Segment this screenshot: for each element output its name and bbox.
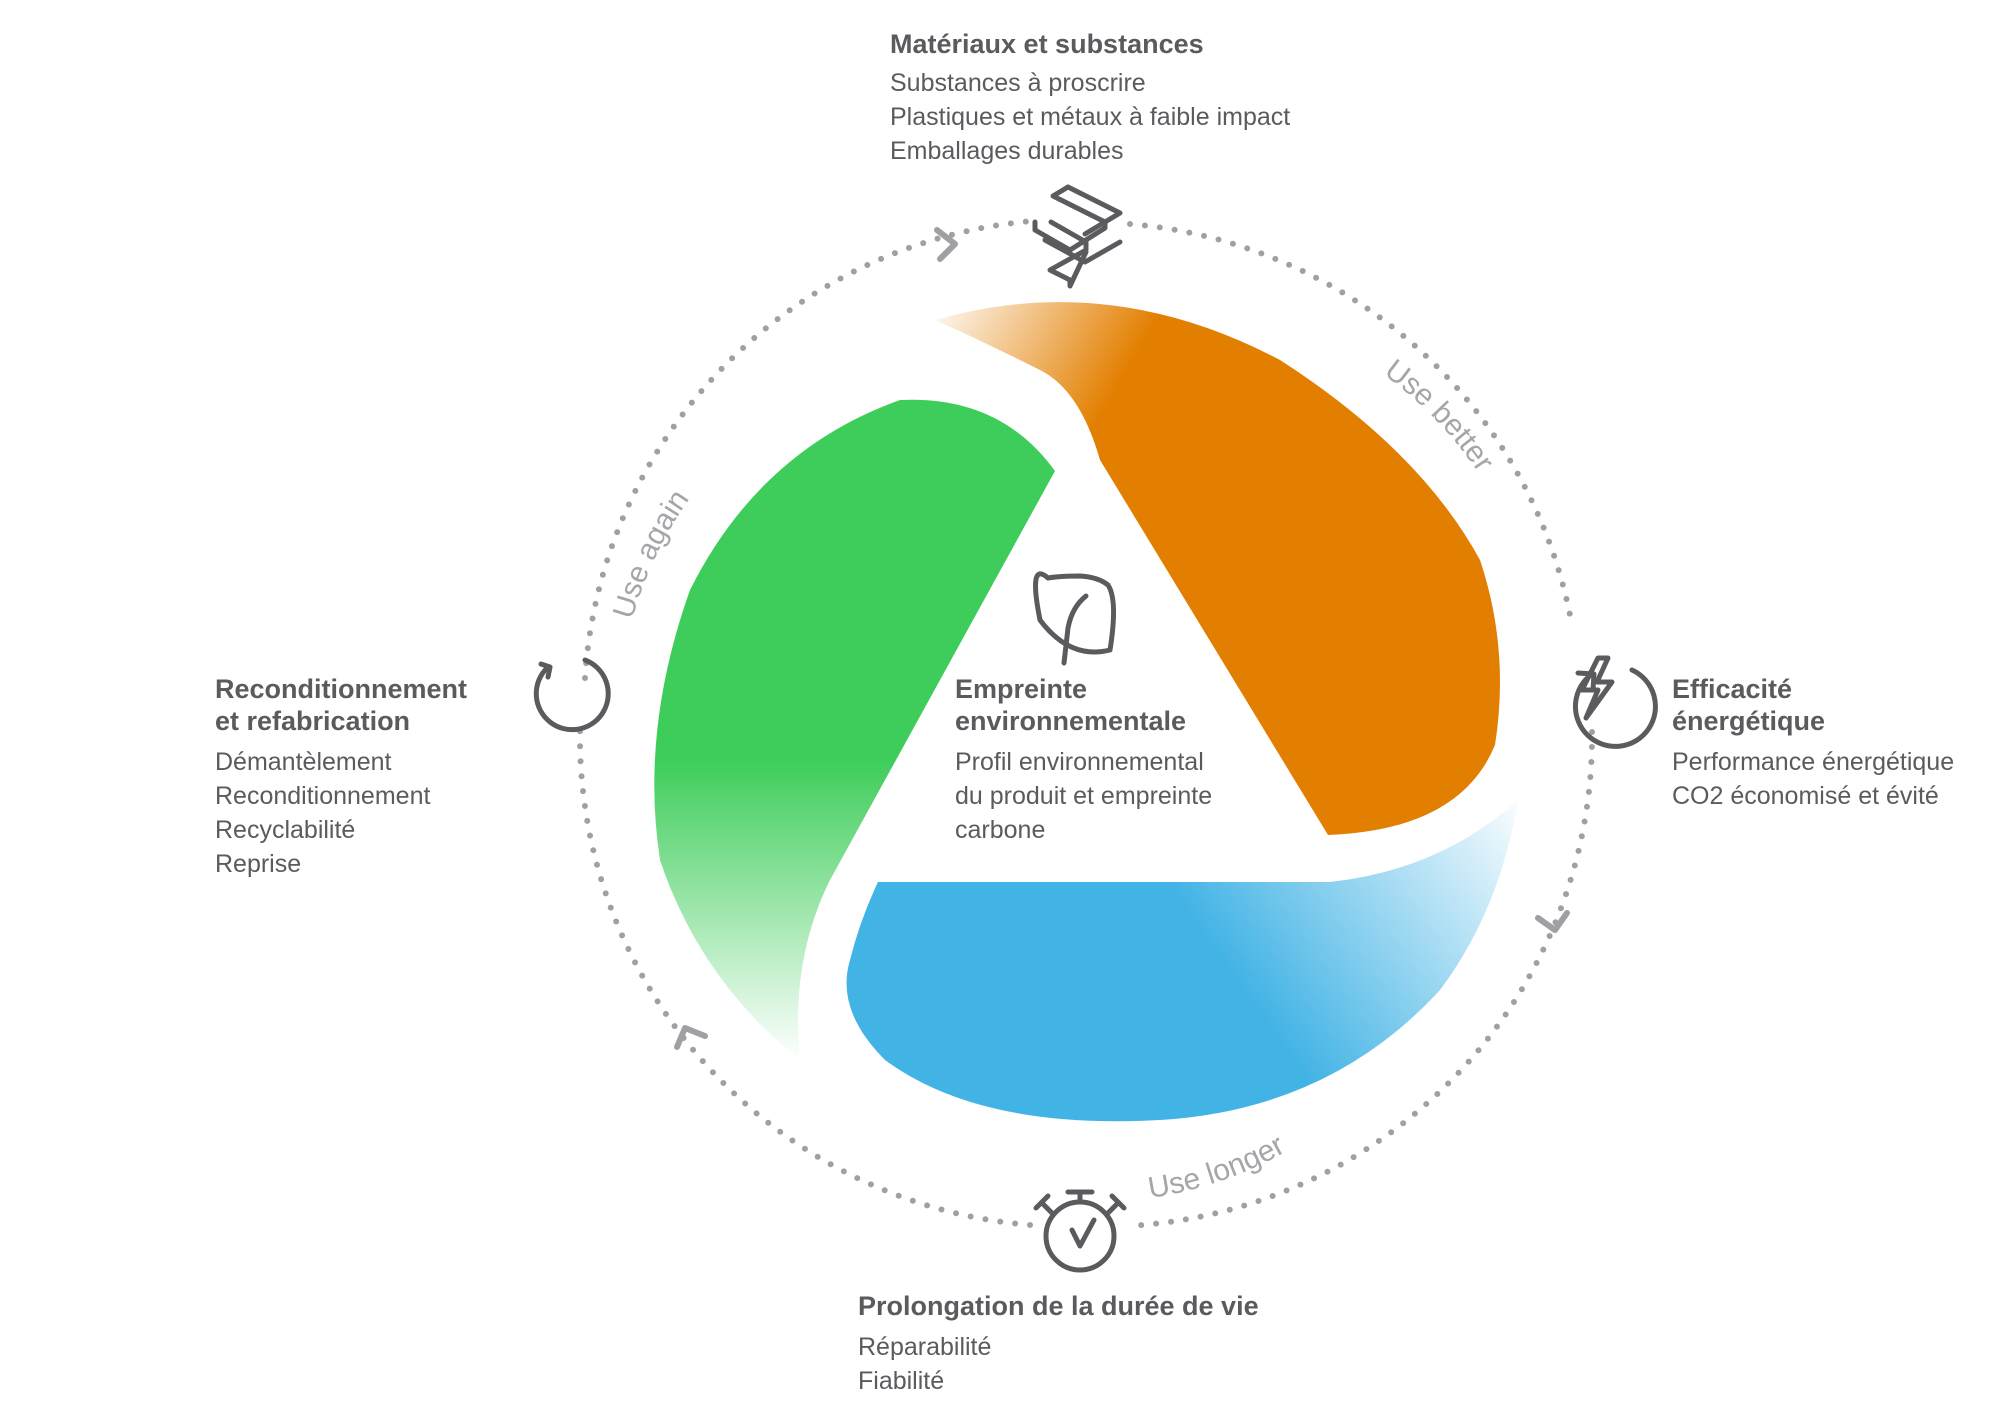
arrow-left-icon	[674, 1025, 708, 1050]
footprint-block: Empreinte environnementale Profil enviro…	[955, 673, 1212, 847]
reconditioning-title-line2: et refabrication	[215, 706, 411, 736]
reconditioning-item: Démantèlement	[215, 748, 392, 776]
materials-item: Substances à proscrire	[890, 69, 1146, 97]
energy-bolt-icon	[1572, 655, 1658, 749]
petal-use-longer	[846, 800, 1518, 1122]
materials-block: Matériaux et substances Substances à pro…	[890, 28, 1290, 168]
layers-icon	[1032, 184, 1123, 289]
arc-label-use-longer: Use longer	[1146, 1129, 1290, 1206]
lifespan-title: Prolongation de la durée de vie	[858, 1291, 1259, 1321]
reconditioning-item: Reconditionnement	[215, 782, 431, 810]
arc-label-use-again: Use again	[607, 484, 695, 622]
lifespan-block: Prolongation de la durée de vie Réparabi…	[858, 1290, 1259, 1398]
footprint-title-line1: Empreinte	[955, 674, 1088, 704]
footprint-title-line2: environnementale	[955, 706, 1187, 736]
lifespan-item: Fiabilité	[858, 1367, 945, 1395]
refresh-cycle-icon	[533, 657, 611, 733]
cycle-arrows	[674, 227, 1570, 1050]
reconditioning-title-line1: Reconditionnement	[215, 674, 468, 704]
footprint-item: carbone	[955, 816, 1046, 844]
energy-efficiency-block: Efficacité énergétique Performance énerg…	[1672, 673, 1954, 813]
footprint-item: du produit et empreinte	[955, 782, 1213, 810]
arrow-top-icon	[934, 227, 958, 262]
petal-use-again	[654, 399, 1055, 1060]
arrow-right-icon	[1535, 910, 1570, 933]
leaf-icon	[1033, 571, 1117, 666]
ring-segment-top	[582, 218, 1036, 681]
materials-item: Emballages durables	[890, 137, 1124, 165]
energy-title-line1: Efficacité	[1672, 674, 1793, 704]
reconditioning-item: Reprise	[215, 850, 302, 878]
ring-segment-top-right	[1127, 221, 1573, 618]
petal-use-better	[935, 302, 1500, 836]
footprint-item: Profil environnemental	[955, 748, 1204, 776]
reconditioning-block: Reconditionnement et refabrication Déman…	[215, 673, 467, 881]
energy-title-line2: énergétique	[1672, 706, 1826, 736]
dotted-cycle-ring	[576, 218, 1596, 1229]
stopwatch-icon	[1033, 1189, 1127, 1273]
ring-segment-right	[1124, 729, 1596, 1229]
materials-item: Plastiques et métaux à faible impact	[890, 103, 1291, 131]
lifespan-item: Réparabilité	[858, 1333, 992, 1361]
reconditioning-item: Recyclabilité	[215, 816, 356, 844]
materials-title: Matériaux et substances	[890, 29, 1204, 59]
energy-item: Performance énergétique	[1672, 748, 1955, 776]
energy-item: CO2 économisé et évité	[1672, 782, 1939, 810]
